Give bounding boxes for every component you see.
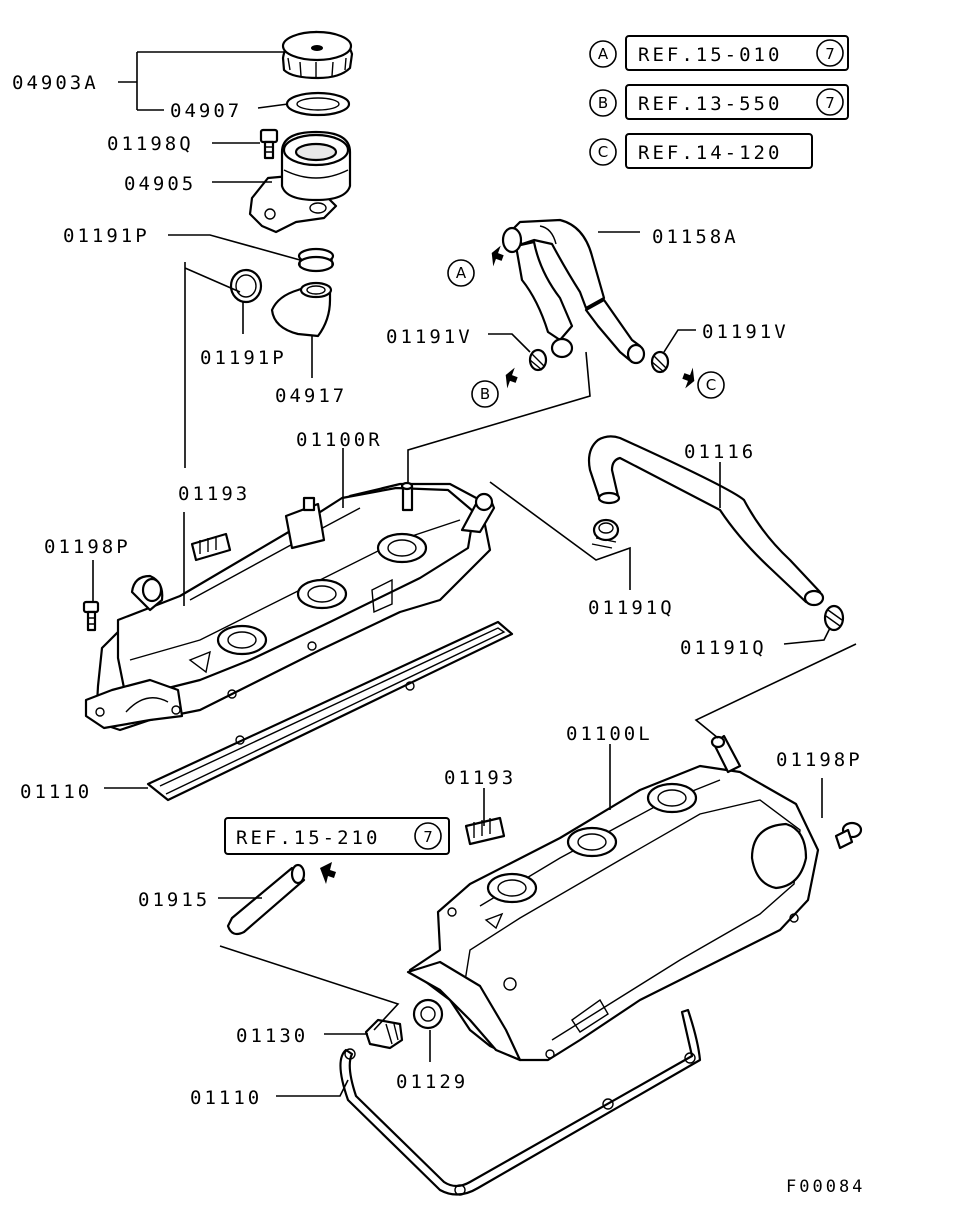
hose-clamp-01191p-lower	[229, 268, 263, 304]
oil-filler-neck	[248, 130, 352, 234]
rocker-cover-left	[406, 734, 820, 1062]
label-04907: 04907	[170, 100, 242, 122]
label-01129: 01129	[396, 1071, 468, 1093]
ref-marker-b-letter: B	[598, 94, 608, 112]
rocker-cover-gasket-left	[339, 1008, 702, 1196]
connector-a	[447, 259, 475, 287]
reference-b: B REF.13-550 7	[589, 84, 849, 120]
pcv-valve-01130	[364, 1018, 404, 1050]
label-01191p-bottom: 01191P	[200, 347, 287, 369]
hose-clamp-01191p-upper	[297, 247, 335, 273]
bolt-01198p-left	[82, 600, 100, 632]
label-01198p-left: 01198P	[44, 536, 131, 558]
inline-reference: REF.15-210 7	[224, 817, 450, 855]
label-01191q-mid: 01191Q	[588, 597, 675, 619]
label-01193-top: 01193	[178, 483, 250, 505]
bolt-01198q	[259, 128, 279, 160]
label-01198p-right: 01198P	[776, 749, 863, 771]
hose-01915	[226, 862, 336, 936]
pcv-hose-01158a	[501, 218, 646, 365]
connector-b-letter: B	[480, 385, 490, 403]
ref-marker-c-letter: C	[598, 143, 608, 161]
inline-ref-box	[224, 817, 450, 855]
arrow-to-b: B	[471, 367, 518, 408]
ref-text-b: REF.13-550	[638, 93, 782, 115]
clamp-01191q-mid	[591, 518, 620, 549]
breather-hose-01116	[587, 435, 825, 607]
label-01100r: 01100R	[296, 429, 383, 451]
oil-filler-gasket	[285, 91, 351, 117]
label-01915: 01915	[138, 889, 210, 911]
inline-ref-group: 7	[423, 828, 433, 846]
label-01193-bottom: 01193	[444, 767, 516, 789]
label-01130: 01130	[236, 1025, 308, 1047]
ref-text-c: REF.14-120	[638, 142, 782, 164]
grommet-01129	[412, 998, 444, 1030]
clamp-01191v-right	[650, 350, 670, 374]
label-01191v-right: 01191V	[702, 321, 789, 343]
inline-ref-text: REF.15-210	[236, 827, 380, 849]
ref-box-b	[625, 84, 849, 120]
ref-group-a: 7	[825, 45, 835, 63]
ref-marker-a	[589, 40, 617, 68]
ref-group-b: 7	[825, 94, 835, 112]
ref-group-circle-b	[816, 88, 844, 116]
label-01116: 01116	[684, 441, 756, 463]
label-04905: 04905	[124, 173, 196, 195]
connector-c-letter: C	[706, 376, 716, 394]
label-01110-top: 01110	[20, 781, 92, 803]
oil-filler-cap	[281, 30, 354, 80]
label-01100l: 01100L	[566, 723, 653, 745]
label-01158a: 01158A	[652, 226, 739, 248]
clip-01193-right	[190, 532, 232, 562]
ref-marker-b	[589, 89, 617, 117]
label-01110-bottom: 01110	[190, 1087, 262, 1109]
connector-a-letter: A	[456, 264, 467, 282]
clamp-01191v-left	[528, 348, 548, 372]
reference-a: A REF.15-010 7	[589, 35, 849, 71]
reference-c: C REF.14-120	[589, 133, 813, 169]
rocker-cover-right	[84, 481, 496, 732]
rocker-cover-gasket-right	[146, 620, 514, 802]
arrow-to-a: A	[447, 245, 504, 287]
leader-lines	[92, 51, 857, 1097]
label-04903a: 04903A	[12, 72, 99, 94]
breather-hose-04917	[270, 281, 333, 338]
label-01198q: 01198Q	[107, 133, 194, 155]
clip-01193-left	[464, 816, 506, 846]
label-01191p-top: 01191P	[63, 225, 150, 247]
label-01191q-right: 01191Q	[680, 637, 767, 659]
ref-box-c	[625, 133, 813, 169]
connector-c	[697, 371, 725, 399]
arrow-to-c: C	[682, 367, 725, 399]
ref-marker-a-letter: A	[598, 45, 609, 63]
part-labels: 04903A 04907 01198Q 04905 01191P 01191P …	[12, 72, 865, 1197]
connector-b	[471, 380, 499, 408]
ref-group-circle-a	[816, 39, 844, 67]
clamp-01191q-right	[823, 604, 845, 632]
label-04917: 04917	[275, 385, 347, 407]
label-01191v-left: 01191V	[386, 326, 473, 348]
inline-ref-group-circle	[414, 822, 442, 850]
figure-code: F00084	[786, 1177, 865, 1197]
ref-text-a: REF.15-010	[638, 44, 782, 66]
ref-marker-c	[589, 138, 617, 166]
bolt-01198p-right	[834, 821, 863, 850]
ref-box-a	[625, 35, 849, 71]
